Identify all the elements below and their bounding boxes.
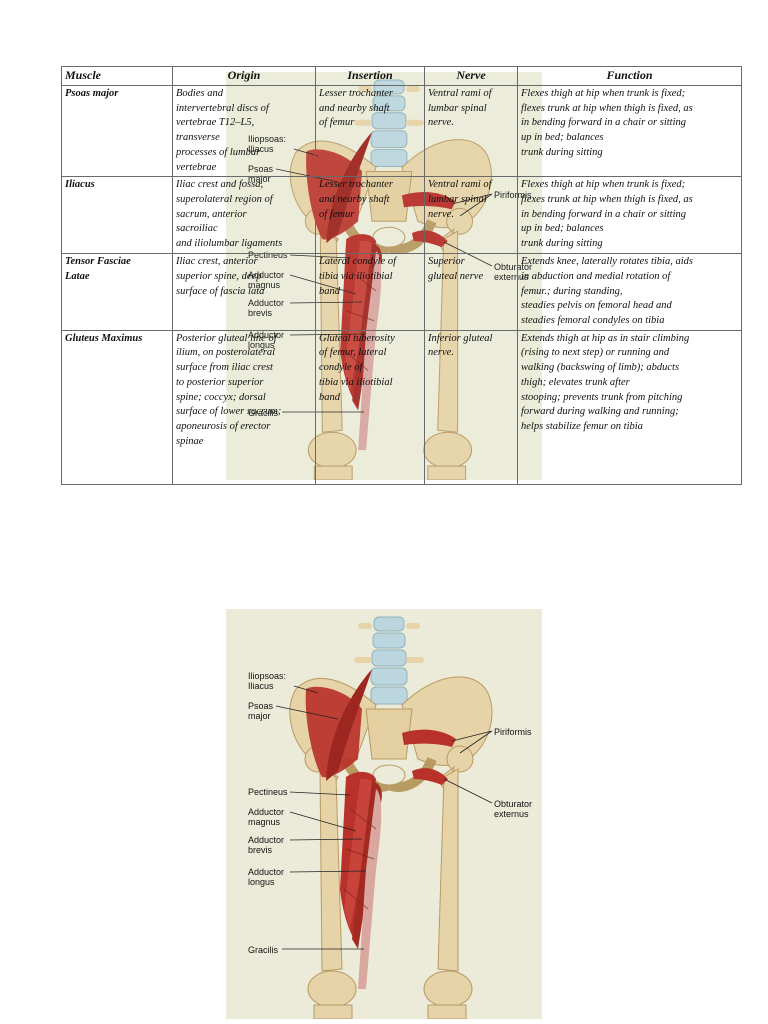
cell-muscle: Tensor Fasciae Latae <box>61 253 173 331</box>
cell-muscle: Iliacus <box>61 176 173 255</box>
table-header-row: Muscle Origin Insertion Nerve Function <box>61 66 742 86</box>
label-adductor-magnus: Adductor magnus <box>248 807 285 827</box>
hip-thigh-illustration <box>289 616 493 1019</box>
cell-insertion: Lesser trochanter and nearby shaft of fe… <box>315 84 425 178</box>
cell-origin: Iliac crest and fossa, superolateral reg… <box>172 176 316 255</box>
label-adductor-brevis: Adductor brevis <box>248 835 285 855</box>
cell-insertion: Gluteal tuberosity of femur, lateral con… <box>315 329 425 485</box>
cell-muscle: Gluteus Maximus <box>61 329 173 485</box>
header-muscle: Muscle <box>61 66 173 86</box>
header-origin: Origin <box>172 66 316 86</box>
cell-nerve: Ventral rami of lumbar spinal nerve. <box>424 84 518 178</box>
cell-nerve: Superior gluteal nerve <box>424 253 518 331</box>
table-row: Psoas major Bodies and intervertebral di… <box>61 84 742 178</box>
cell-nerve: Inferior gluteal nerve. <box>424 329 518 485</box>
cell-nerve: Ventral rami of lumbar spinal nerve. <box>424 176 518 255</box>
lumbar-vertebrae <box>354 616 424 705</box>
cell-insertion: Lateral condyle of tibia via iliotibial … <box>315 253 425 331</box>
table-row: Gluteus Maximus Posterior gluteal line o… <box>61 329 742 485</box>
cell-muscle: Psoas major <box>61 84 173 178</box>
label-psoas-major: Psoas major <box>248 701 274 721</box>
cell-function: Flexes thigh at hip when trunk is fixed;… <box>517 84 742 178</box>
anatomy-figure: Iliopsoas: Iliacus Psoas major Piriformi… <box>226 609 542 1019</box>
femur-right <box>423 745 474 1019</box>
label-piriformis: Piriformis <box>494 727 532 737</box>
label-iliopsoas: Iliopsoas: Iliacus <box>248 671 287 691</box>
cell-function: Extends knee, laterally rotates tibia, a… <box>517 253 742 331</box>
label-adductor-longus: Adductor longus <box>248 867 285 887</box>
label-pectineus: Pectineus <box>248 787 288 797</box>
table-row: Tensor Fasciae Latae Iliac crest, anteri… <box>61 253 742 331</box>
cell-origin: Posterior gluteal line of ilium, on post… <box>172 329 316 485</box>
hip-rotator-muscles <box>402 729 456 785</box>
header-nerve: Nerve <box>424 66 518 86</box>
label-gracilis: Gracilis <box>248 945 279 955</box>
muscle-table: Muscle Origin Insertion Nerve Function P… <box>61 66 742 485</box>
cell-origin: Iliac crest, anterior superior spine, de… <box>172 253 316 331</box>
cell-origin: Bodies and intervertebral discs of verte… <box>172 84 316 178</box>
header-function: Function <box>517 66 742 86</box>
cell-insertion: Lesser trochanter and nearby shaft of fe… <box>315 176 425 255</box>
label-obturator-externus: Obturator externus <box>494 799 533 819</box>
cell-function: Flexes thigh at hip when trunk is fixed;… <box>517 176 742 255</box>
adductor-muscles <box>340 771 382 989</box>
table-row: Iliacus Iliac crest and fossa, superolat… <box>61 176 742 255</box>
cell-function: Extends thigh at hip as in stair climbin… <box>517 329 742 485</box>
header-insertion: Insertion <box>315 66 425 86</box>
